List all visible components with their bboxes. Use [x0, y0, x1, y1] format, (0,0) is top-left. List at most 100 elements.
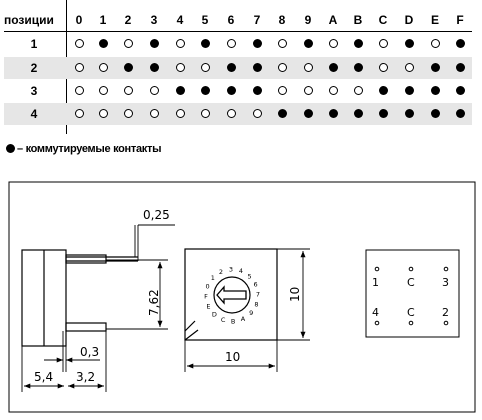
contact-closed-dot [253, 39, 262, 48]
contact-closed-dot [329, 63, 338, 72]
dial-digit: 8 [254, 300, 258, 308]
contact-open-dot [176, 63, 185, 72]
contact-open-dot [176, 39, 185, 48]
column-header: 4 [176, 13, 184, 27]
contact-open-dot [201, 63, 210, 72]
position-label: 2 [30, 61, 38, 75]
contact-closed-dot [124, 63, 133, 72]
contact-closed-dot [304, 39, 313, 48]
dim-03 [44, 331, 100, 372]
dim-025 [134, 224, 175, 261]
dial-digit: C [221, 316, 226, 324]
column-header: 7 [253, 13, 261, 27]
contact-open-dot [99, 63, 108, 72]
table-row: 2 [4, 57, 472, 79]
contact-open-dot [75, 39, 84, 48]
pinout-box [365, 249, 460, 338]
contact-closed-dot [431, 63, 440, 72]
contact-open-dot [304, 63, 313, 72]
contact-open-dot [253, 109, 262, 118]
contact-closed-dot [201, 39, 210, 48]
contact-closed-dot [227, 86, 236, 95]
dim-03-label: 0,3 [80, 345, 99, 359]
contact-closed-dot [405, 86, 414, 95]
column-header: 1 [99, 13, 107, 27]
pin-c-top: C [407, 276, 415, 289]
dial-digit: D [212, 311, 217, 319]
contact-open-dot [304, 86, 313, 95]
contact-open-dot [329, 86, 338, 95]
contact-closed-dot [456, 86, 465, 95]
position-label: 1 [30, 37, 38, 51]
column-header: D [404, 13, 414, 27]
dim-32-label: 3,2 [76, 370, 95, 384]
column-header: E [430, 13, 439, 27]
contact-closed-dot [150, 39, 159, 48]
contact-closed-dot [304, 109, 313, 118]
pinout-dots [374, 266, 449, 326]
filled-dot-icon [6, 144, 15, 153]
dial-digit: 4 [239, 267, 243, 275]
contact-closed-dot [253, 63, 262, 72]
legend: – коммутируемые контакты [6, 143, 161, 155]
column-header: F [456, 13, 464, 27]
pin-3: 3 [442, 276, 449, 289]
contact-open-dot [150, 86, 159, 95]
contact-open-dot [75, 109, 84, 118]
column-header: 2 [124, 13, 132, 27]
column-header: 0 [75, 13, 83, 27]
contact-open-dot [99, 109, 108, 118]
pin-c-bottom: C [407, 306, 415, 319]
dim-width [184, 340, 278, 372]
pin-2: 2 [442, 306, 449, 319]
table-row: 1 [4, 33, 472, 55]
contact-closed-dot [201, 86, 210, 95]
contact-open-dot [124, 86, 133, 95]
dim-width-label: 10 [225, 350, 240, 364]
dial-digit: 3 [229, 266, 233, 274]
dim-762 [106, 259, 168, 330]
dial-digit: 9 [249, 309, 253, 317]
contact-closed-dot [253, 86, 262, 95]
contact-closed-dot [176, 86, 185, 95]
contact-open-dot [405, 63, 414, 72]
dial-digit: A [241, 315, 246, 323]
contact-closed-dot [150, 63, 159, 72]
contact-open-dot [431, 39, 440, 48]
position-label: 3 [30, 84, 38, 98]
dial-digit: 7 [256, 290, 260, 298]
contact-closed-dot [354, 39, 363, 48]
dim-side [277, 248, 310, 341]
dim-54-label: 5,4 [34, 370, 53, 384]
contact-open-dot [75, 63, 84, 72]
contact-closed-dot [405, 109, 414, 118]
contact-closed-dot [329, 109, 338, 118]
dial-digit: 0 [206, 283, 210, 291]
contact-closed-dot [405, 39, 414, 48]
column-header: 6 [227, 13, 235, 27]
column-header: 3 [150, 13, 158, 27]
contact-closed-dot [227, 63, 236, 72]
contact-open-dot [329, 39, 338, 48]
contact-open-dot [124, 39, 133, 48]
contact-closed-dot [431, 86, 440, 95]
contact-open-dot [150, 109, 159, 118]
column-header: C [378, 13, 388, 27]
header-divider [4, 31, 472, 32]
dim-54-32 [21, 331, 107, 392]
column-header: 8 [278, 13, 286, 27]
contact-closed-dot [99, 39, 108, 48]
dial-digit: E [206, 303, 210, 311]
dial-digit: 1 [211, 274, 215, 282]
contact-open-dot [278, 63, 287, 72]
dim-762-label: 7,62 [147, 289, 161, 316]
dim-025-label: 0,25 [143, 208, 170, 222]
header-label: позиции [4, 13, 54, 27]
top-view [184, 248, 278, 341]
contact-closed-dot [278, 109, 287, 118]
dial-digit: 2 [219, 268, 223, 276]
contact-closed-dot [379, 109, 388, 118]
table-row: 3 [4, 80, 472, 102]
